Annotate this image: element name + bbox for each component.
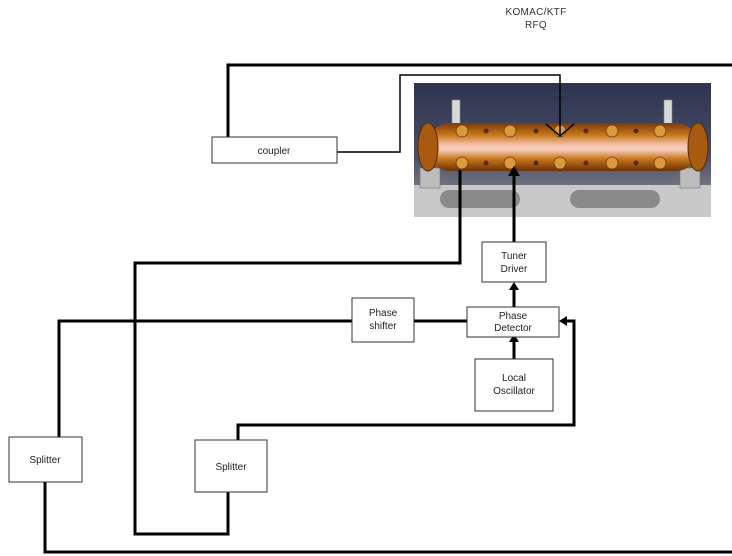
splitter-right-label: Splitter	[215, 462, 247, 473]
local-oscillator-block: Local Oscillator	[475, 359, 553, 411]
phase-detector-label-1: Phase	[499, 311, 528, 322]
coupler-block: coupler	[212, 137, 337, 163]
phase-shifter-block: Phase shifter	[352, 298, 414, 342]
local-oscillator-label-1: Local	[502, 373, 526, 384]
splitter-left-label: Splitter	[29, 455, 61, 466]
phase-detector-block: Phase Detector	[467, 307, 559, 337]
splitter-left-block: Splitter	[9, 437, 82, 482]
phase-shifter-label-2: shifter	[369, 321, 397, 332]
title-line-2: RFQ	[525, 20, 547, 31]
tuner-driver-block: Tuner Driver	[482, 242, 546, 282]
tuner-driver-label-1: Tuner	[501, 251, 527, 262]
phase-detector-label-2: Detector	[494, 323, 532, 334]
local-oscillator-label-2: Oscillator	[493, 386, 535, 397]
splitter-right-block: Splitter	[195, 440, 267, 492]
coupler-label: coupler	[258, 146, 291, 157]
tuner-driver-label-2: Driver	[501, 264, 528, 275]
title-line-1: KOMAC/KTF	[505, 7, 566, 18]
phase-shifter-label-1: Phase	[369, 308, 398, 319]
